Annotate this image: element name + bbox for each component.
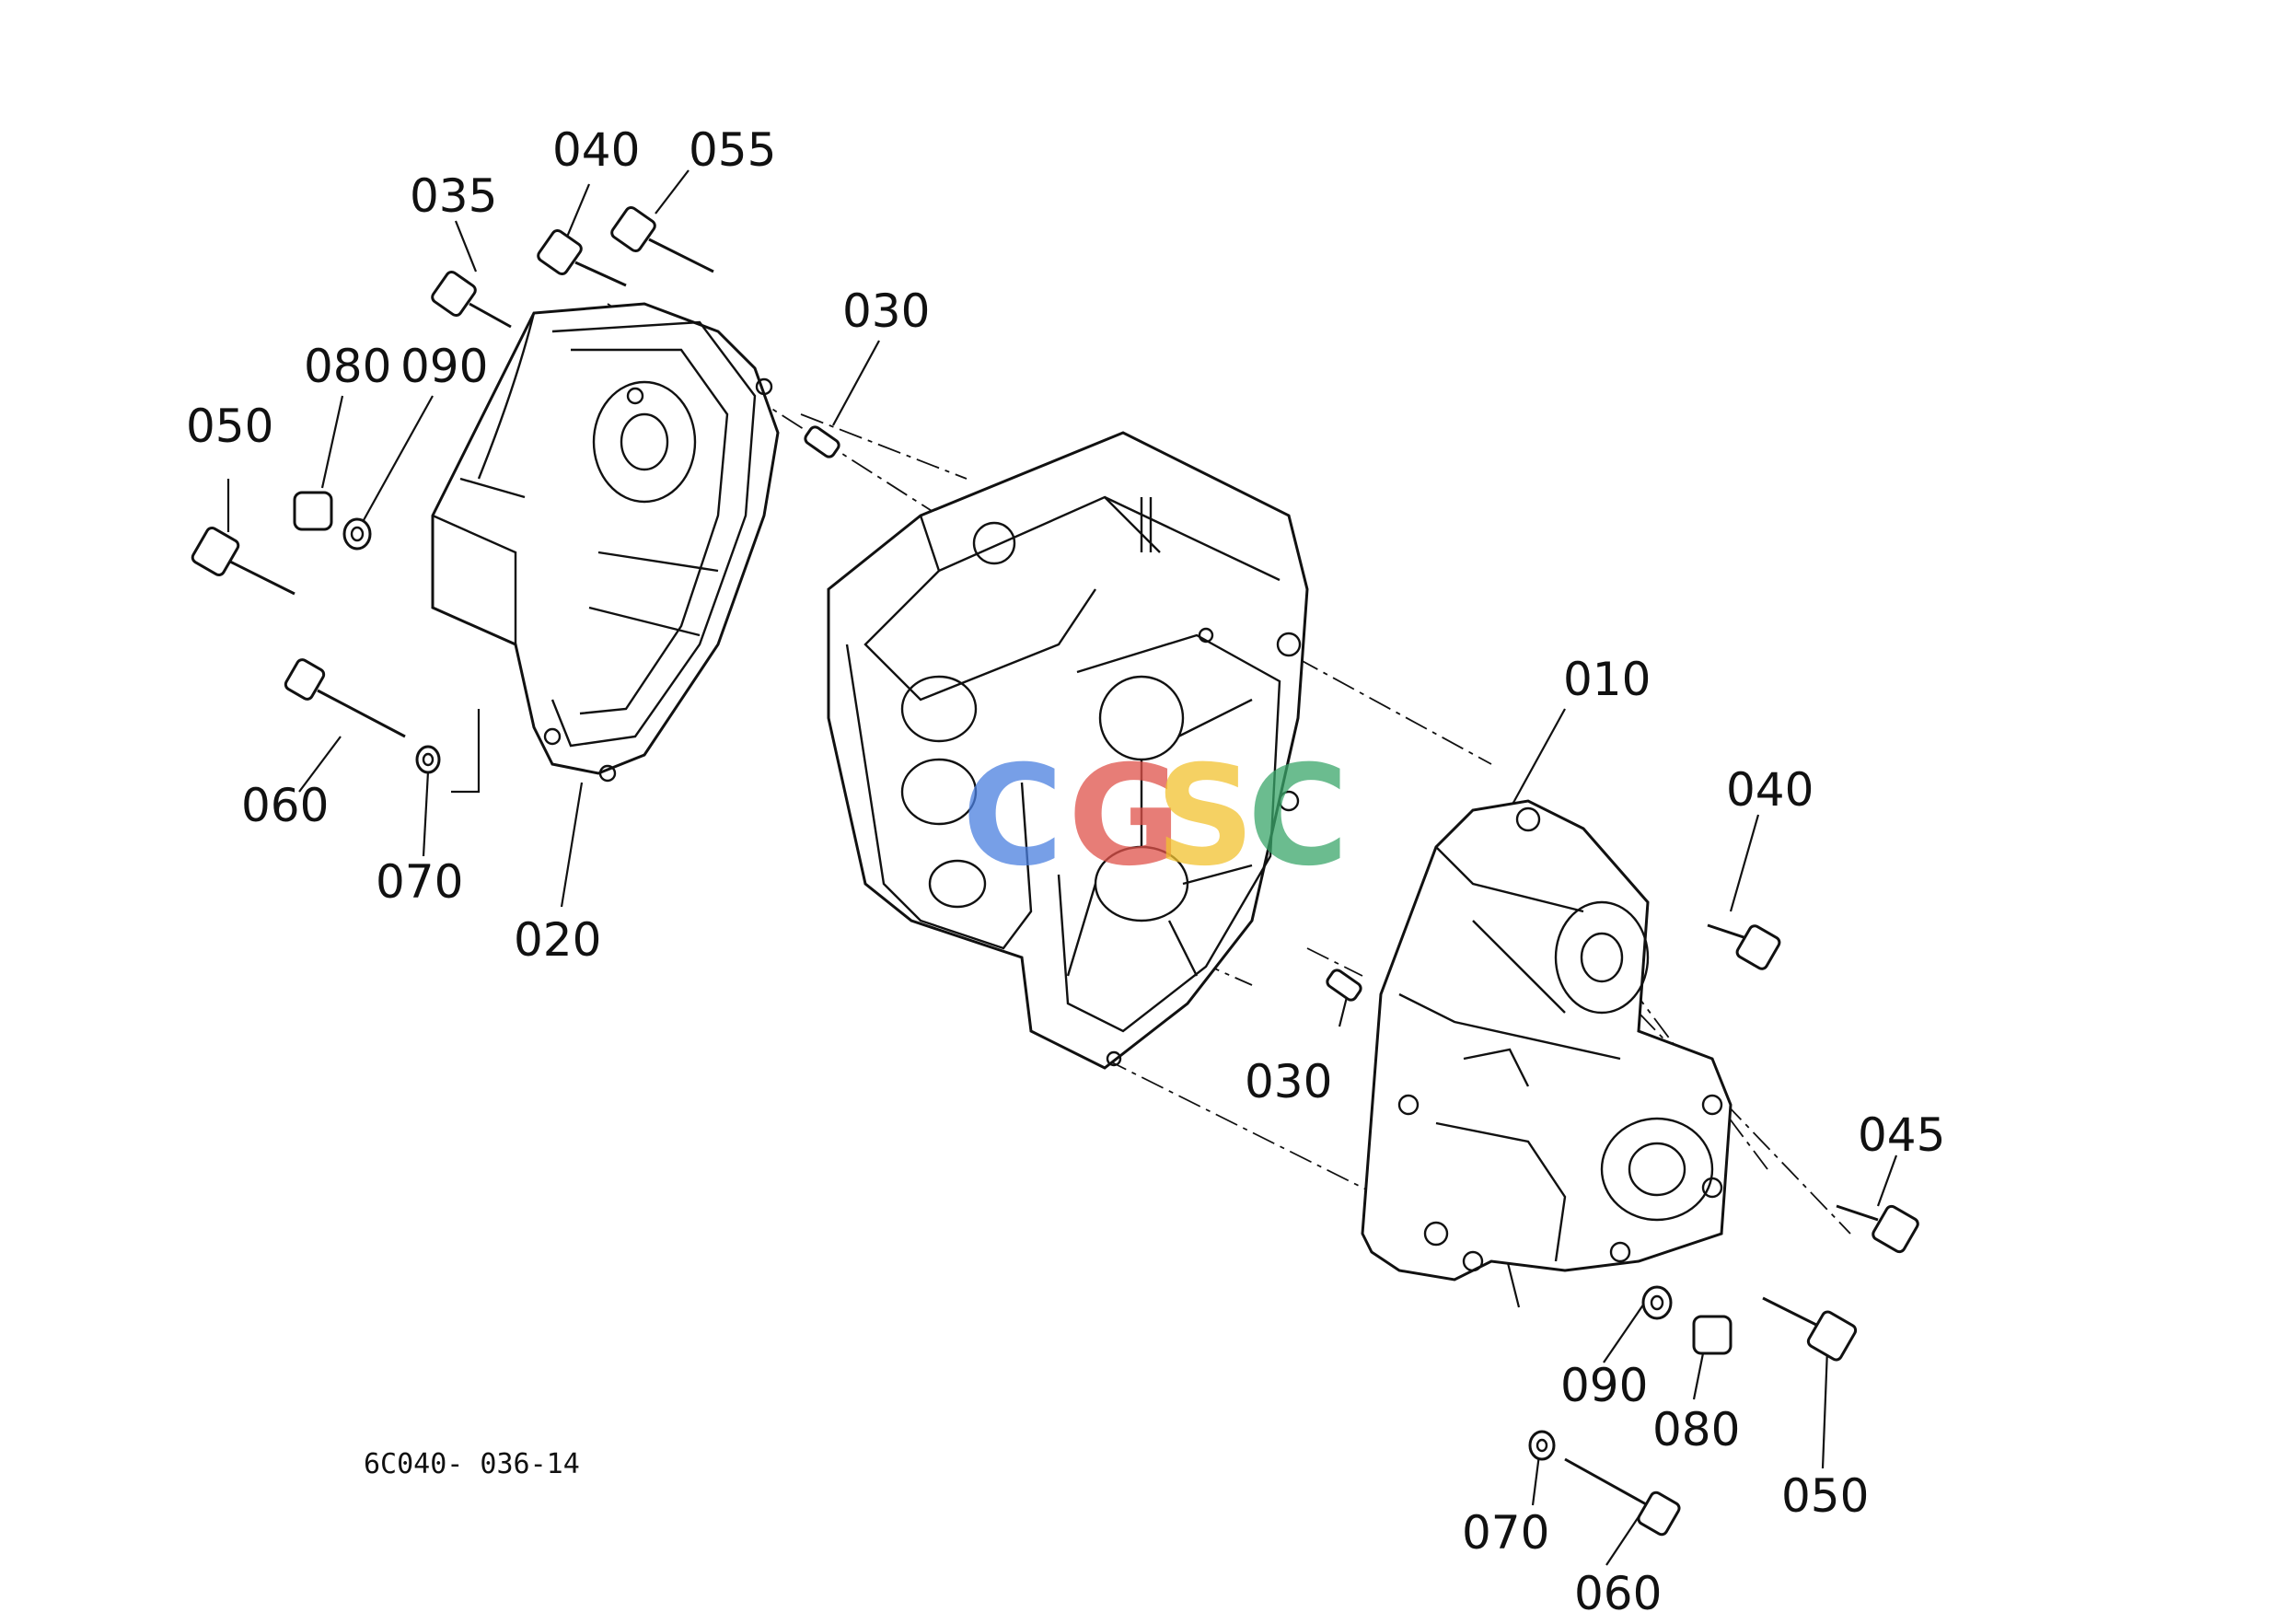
bolt-035-icon [431, 270, 512, 329]
label-050-right: 050 [1781, 1469, 1869, 1523]
label-080-right: 080 [1652, 1403, 1740, 1456]
label-080-left: 080 [304, 340, 391, 393]
left-cover-part-020 [431, 302, 780, 783]
label-060-left: 060 [241, 779, 329, 832]
label-090-right: 090 [1560, 1359, 1648, 1412]
label-090-left: 090 [400, 340, 488, 393]
label-030-top: 030 [842, 284, 930, 338]
watermark-letter-4: C [1247, 737, 1349, 897]
plug-080-left-icon [293, 491, 333, 531]
label-045: 045 [1858, 1108, 1945, 1162]
document-code: 6C040- 036-14 [364, 1448, 580, 1480]
part-labels: 035 040 055 030 080 090 050 060 070 020 … [186, 123, 1945, 1620]
watermark-letter-3: S [1155, 737, 1255, 897]
label-060-right: 060 [1574, 1567, 1662, 1620]
bolt-050-right-icon [1762, 1296, 1858, 1362]
center-transmission-case [827, 431, 1309, 1070]
label-010: 010 [1563, 653, 1651, 706]
label-070-right: 070 [1462, 1506, 1549, 1560]
label-050-left: 050 [186, 400, 273, 453]
bolt-040-right-icon [1707, 923, 1781, 970]
bolt-060-right-icon [1564, 1457, 1681, 1537]
label-070-left: 070 [376, 855, 463, 909]
bolt-050-left-icon [191, 527, 296, 596]
label-040-right: 040 [1726, 763, 1814, 817]
watermark-letter-2: G [1068, 737, 1181, 897]
bolt-040-left-icon [537, 228, 627, 287]
right-housing-part-010 [1361, 799, 1733, 1282]
bolt-045-icon [1836, 1204, 1919, 1254]
washer-070-left-icon [415, 745, 441, 774]
label-055: 055 [689, 123, 776, 177]
bolt-060-left-icon [284, 658, 406, 738]
watermark-letter-1: C [962, 737, 1063, 897]
washer-070-right-icon [1528, 1430, 1556, 1461]
pin-030-bottom-icon [1326, 969, 1362, 1002]
washer-090-left-icon [342, 517, 372, 551]
bolt-055-icon [610, 205, 714, 273]
label-035: 035 [410, 169, 497, 223]
fasteners [191, 205, 1919, 1537]
watermark-logo: C G S C [962, 737, 1349, 897]
pin-030-top-icon [804, 425, 840, 458]
label-020: 020 [514, 913, 601, 967]
plug-080-right-icon [1692, 1315, 1733, 1355]
label-040-left: 040 [552, 123, 640, 177]
washer-090-right-icon [1641, 1285, 1673, 1320]
label-030-bottom: 030 [1245, 1055, 1332, 1108]
